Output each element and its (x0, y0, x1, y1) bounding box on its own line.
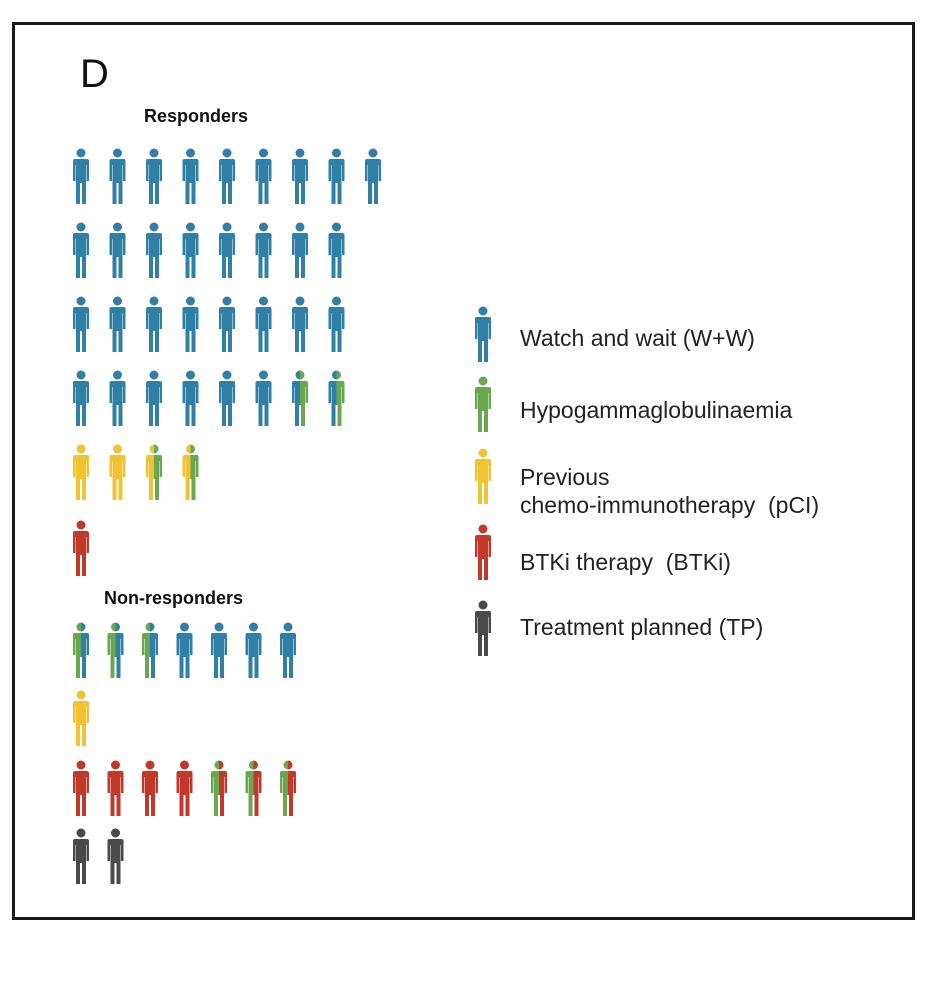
person-icon-watch-and-wait (219, 148, 235, 204)
legend-person-icon-blue (475, 306, 491, 362)
person-icon-watch-and-wait (365, 148, 381, 204)
person-icon-watch-and-wait (245, 622, 262, 678)
person-icon-watch-and-wait (146, 296, 162, 352)
person-icon-btki-therapy (73, 760, 89, 816)
panel-letter: D (80, 52, 109, 96)
person-icon-watch-and-wait (292, 296, 308, 352)
person-icon-hypogammaglobulinaemia-and-watch-and-wait (142, 622, 158, 678)
person-icon-watch-and-wait (182, 222, 199, 278)
person-icon-previous-chemo-immunotherapy (73, 444, 89, 500)
legend-person-icon-dark-grey (475, 600, 491, 656)
person-icon-watch-and-wait (255, 370, 272, 426)
person-icon-watch-and-wait (109, 370, 126, 426)
legend-person-icon-yellow (475, 448, 491, 504)
person-icon-hypogammaglobulinaemia-and-btki-therapy (245, 760, 262, 816)
person-icon-watch-and-wait (255, 296, 272, 352)
person-icon-watch-and-wait (292, 148, 308, 204)
legend-person-icon-red (475, 524, 491, 580)
person-icon-previous-chemo-immunotherapy (109, 444, 126, 500)
person-icon-btki-therapy (176, 760, 193, 816)
person-icon-watch-and-wait (176, 622, 193, 678)
person-icon-watch-and-wait-and-hypogammaglobulinaemia (328, 370, 345, 426)
person-icon-watch-and-wait (255, 222, 272, 278)
person-icon-watch-and-wait (255, 148, 272, 204)
legend-label-previous-chemo-immunotherapy: Previous chemo-immunotherapy (pCI) (520, 464, 820, 518)
person-icon-previous-chemo-immunotherapy-and-hypogammaglobulinaemia (182, 444, 199, 500)
person-icon-btki-therapy (142, 760, 158, 816)
person-icon-watch-and-wait (182, 296, 199, 352)
person-icon-watch-and-wait (219, 222, 235, 278)
legend-label-hypogammaglobulinaemia: Hypogammaglobulinaemia (520, 397, 793, 423)
figure-frame (12, 22, 915, 920)
person-icon-watch-and-wait (109, 148, 126, 204)
person-icon-watch-and-wait (109, 296, 126, 352)
person-icon-watch-and-wait (146, 370, 162, 426)
person-icon-hypogammaglobulinaemia-and-watch-and-wait (107, 622, 124, 678)
non-responders-title: Non-responders (104, 588, 244, 608)
legend-label-btki-therapy: BTKi therapy (BTKi) (520, 549, 731, 575)
person-icon-watch-and-wait-and-hypogammaglobulinaemia (292, 370, 308, 426)
person-icon-btki-therapy (107, 760, 124, 816)
person-icon-treatment-planned (73, 828, 89, 884)
person-icon-watch-and-wait (328, 148, 345, 204)
person-icon-treatment-planned (107, 828, 124, 884)
person-icon-hypogammaglobulinaemia-and-watch-and-wait (73, 622, 89, 678)
legend-person-icon-green (475, 376, 491, 432)
person-icon-previous-chemo-immunotherapy (73, 690, 89, 746)
person-icon-watch-and-wait (219, 296, 235, 352)
person-icon-watch-and-wait (73, 370, 89, 426)
person-icon-watch-and-wait (146, 222, 162, 278)
person-icon-watch-and-wait (146, 148, 162, 204)
person-icon-watch-and-wait (73, 148, 89, 204)
person-icon-watch-and-wait (182, 370, 199, 426)
person-icon-watch-and-wait (219, 370, 235, 426)
person-icon-watch-and-wait (73, 222, 89, 278)
legend-label-watch-and-wait: Watch and wait (W+W) (520, 325, 755, 351)
person-icon-watch-and-wait (280, 622, 296, 678)
person-icon-watch-and-wait (73, 296, 89, 352)
person-icon-watch-and-wait (211, 622, 227, 678)
person-icon-btki-therapy (73, 520, 89, 576)
person-icon-hypogammaglobulinaemia-and-btki-therapy (211, 760, 227, 816)
person-icon-watch-and-wait (328, 222, 345, 278)
person-icon-previous-chemo-immunotherapy-and-hypogammaglobulinaemia (146, 444, 162, 500)
person-icon-watch-and-wait (328, 296, 345, 352)
person-icon-watch-and-wait (109, 222, 126, 278)
person-icon-hypogammaglobulinaemia-and-btki-therapy (280, 760, 296, 816)
legend-label-treatment-planned: Treatment planned (TP) (520, 614, 764, 640)
person-icon-watch-and-wait (182, 148, 199, 204)
responders-title: Responders (144, 106, 249, 126)
person-icon-watch-and-wait (292, 222, 308, 278)
